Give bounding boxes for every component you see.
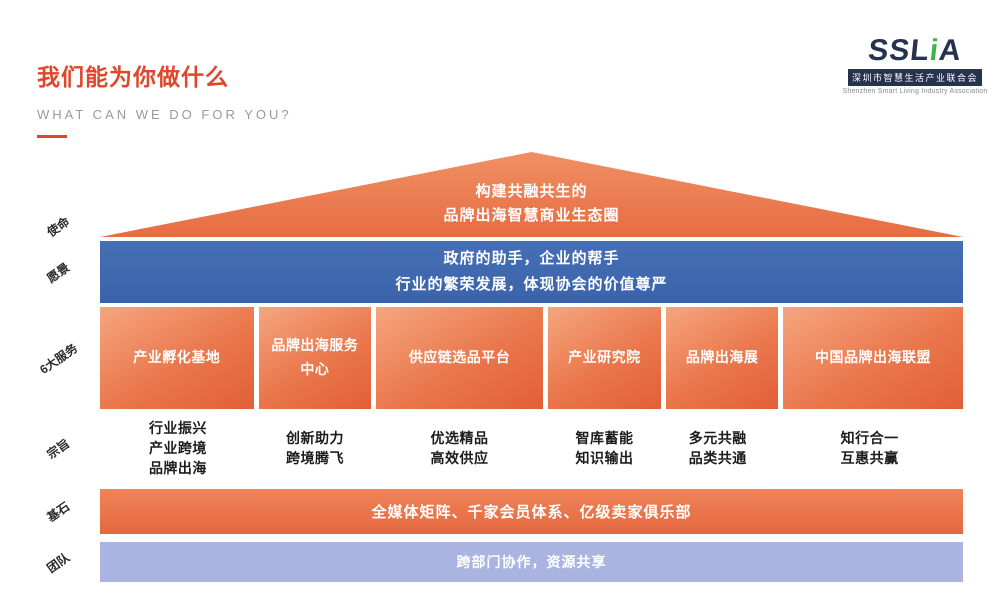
purpose-cell-2: 创新助力 跨境腾飞 (261, 413, 369, 483)
row-label-foundation-text: 基石 (44, 499, 73, 525)
logo-org-name-en: Shenzhen Smart Living Industry Associati… (842, 88, 988, 95)
page-title: 我们能为你做什么 (37, 64, 229, 90)
purpose-line: 创新助力 (286, 429, 344, 446)
service-box-3: 供应链选品平台 (376, 307, 543, 409)
mission-line-2: 品牌出海智慧商业生态圈 (443, 207, 620, 225)
service-box-1: 产业孵化基地 (100, 307, 254, 409)
purpose-line: 产业跨境 (148, 439, 207, 456)
purpose-line: 互惠共赢 (840, 450, 899, 466)
service-box-5: 品牌出海展 (666, 307, 779, 409)
purpose-line: 优选精品 (430, 429, 489, 446)
purpose-line: 品牌出海 (148, 460, 207, 477)
purpose-row: 宗旨 行业振兴 产业跨境 品牌出海 创新助力 跨境腾飞 优选精品 高效供应 智库… (0, 413, 963, 483)
logo-brand-part1: SSL (866, 34, 932, 67)
service-box-4: 产业研究院 (547, 307, 662, 409)
house-diagram: 使命 构建共融共生的 品牌出海智慧商业生态圈 愿景 政府的助手，企业的帮手 行业… (0, 152, 964, 582)
page-subtitle: WHAT CAN WE DO FOR YOU? (37, 107, 292, 122)
purpose-line: 知行合一 (840, 429, 899, 446)
row-label-mission: 使命 (0, 152, 100, 239)
row-label-services: 6大服务 (0, 307, 100, 409)
slide-header: 我们能为你做什么 WHAT CAN WE DO FOR YOU? (37, 58, 292, 138)
logo-brand-part2: A (937, 34, 964, 67)
title-underline (37, 135, 67, 138)
purpose-line: 智库蓄能 (575, 429, 634, 446)
purpose-line: 品类共通 (688, 450, 747, 466)
mission-roof: 构建共融共生的 品牌出海智慧商业生态圈 (100, 152, 963, 237)
service-box-2: 品牌出海服务中心 (258, 307, 372, 409)
team-row: 团队 跨部门协作，资源共享 (0, 542, 963, 582)
logo-brand: SSLiA (833, 34, 996, 67)
row-label-services-text: 6大服务 (36, 340, 80, 377)
row-label-team: 团队 (0, 542, 100, 582)
row-label-purpose-text: 宗旨 (44, 435, 73, 462)
row-label-vision-text: 愿景 (44, 259, 73, 286)
vision-bar: 政府的助手，企业的帮手 行业的繁荣发展，体现协会的价值尊严 (100, 241, 963, 303)
purpose-cell-4: 智库蓄能 知识输出 (550, 413, 659, 483)
association-logo: SSLiA 深圳市智慧生活产业联合会 Shenzhen Smart Living… (833, 34, 996, 95)
services-boxes: 产业孵化基地 品牌出海服务中心 供应链选品平台 产业研究院 品牌出海展 中国品牌… (100, 307, 964, 409)
purpose-line: 知识输出 (575, 450, 634, 466)
purpose-cell-5: 多元共融 品类共通 (664, 413, 771, 483)
logo-org-name-cn: 深圳市智慧生活产业联合会 (847, 69, 982, 86)
services-row: 6大服务 产业孵化基地 品牌出海服务中心 供应链选品平台 产业研究院 品牌出海展… (0, 307, 964, 409)
purpose-line: 高效供应 (430, 450, 489, 466)
mission-row: 使命 构建共融共生的 品牌出海智慧商业生态圈 (0, 152, 963, 240)
team-bar: 跨部门协作，资源共享 (100, 542, 963, 582)
vision-line-1: 政府的助手，企业的帮手 (443, 249, 620, 267)
foundation-row: 基石 全媒体矩阵、千家会员体系、亿级卖家俱乐部 (0, 489, 963, 534)
row-label-team-text: 团队 (44, 549, 73, 576)
vision-line-2: 行业的繁荣发展，体现协会的价值尊严 (395, 276, 668, 293)
purpose-line: 跨境腾飞 (286, 450, 344, 466)
row-label-vision: 愿景 (0, 241, 100, 303)
purpose-cell-1: 行业振兴 产业跨境 品牌出海 (100, 413, 256, 483)
purpose-cell-3: 优选精品 高效供应 (374, 413, 545, 483)
purpose-line: 多元共融 (688, 429, 747, 446)
row-label-foundation: 基石 (0, 489, 100, 534)
vision-row: 愿景 政府的助手，企业的帮手 行业的繁荣发展，体现协会的价值尊严 (0, 241, 963, 303)
row-label-mission-text: 使命 (44, 214, 73, 240)
foundation-bar: 全媒体矩阵、千家会员体系、亿级卖家俱乐部 (100, 489, 963, 534)
purpose-cell-6: 知行合一 互惠共赢 (776, 413, 963, 483)
purpose-line: 行业振兴 (148, 419, 207, 436)
purpose-cells: 行业振兴 产业跨境 品牌出海 创新助力 跨境腾飞 优选精品 高效供应 智库蓄能 … (100, 413, 963, 483)
mission-line-1: 构建共融共生的 (475, 182, 588, 200)
roof-triangle: 构建共融共生的 品牌出海智慧商业生态圈 (100, 152, 963, 237)
row-label-purpose: 宗旨 (0, 413, 100, 483)
service-box-6: 中国品牌出海联盟 (783, 307, 964, 409)
